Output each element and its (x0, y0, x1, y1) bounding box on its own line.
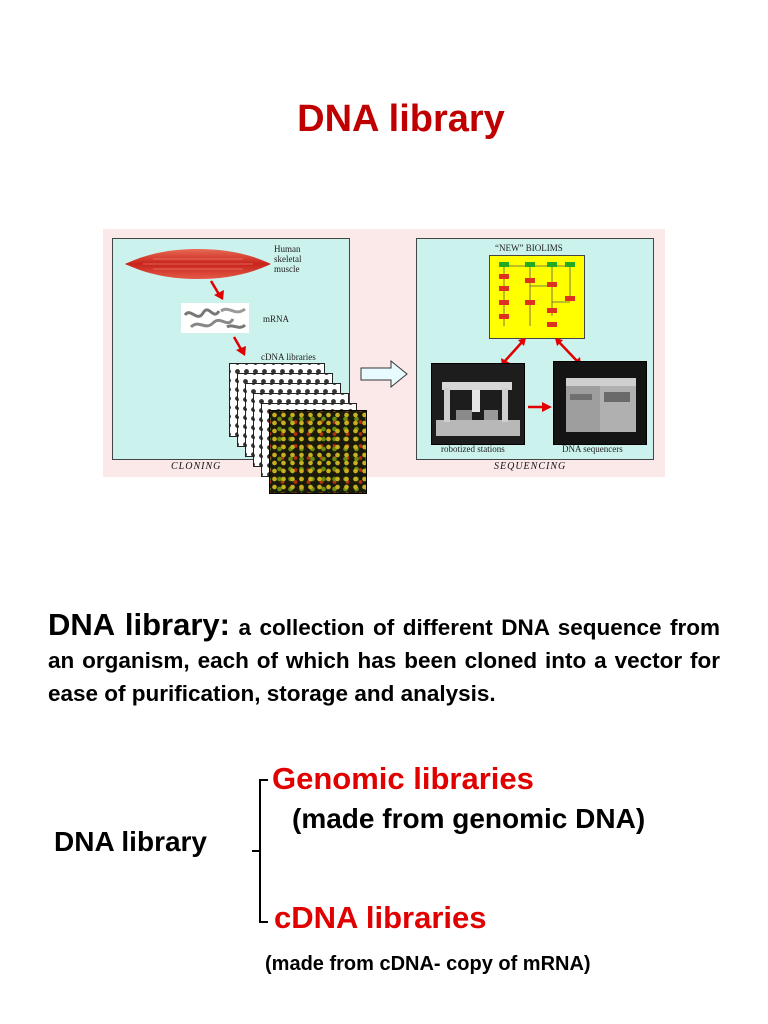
muscle-label: Human skeletal muscle (274, 244, 302, 274)
robot-label: robotized stations (441, 444, 505, 454)
mrna-label: mRNA (263, 314, 290, 324)
arrow-icon (232, 336, 246, 356)
arrow-icon (528, 402, 552, 412)
muscle-illustration (125, 249, 271, 279)
sequencing-caption: SEQUENCING (494, 461, 567, 472)
transition-arrow-icon (360, 359, 408, 389)
cloning-sequencing-figure: Human skeletal muscle mRNA cDNA librarie… (103, 229, 665, 494)
page-title: DNA library (297, 98, 505, 140)
genomic-note: (made from genomic DNA) (292, 803, 646, 834)
cdna-libraries-label: cDNA libraries (274, 900, 487, 935)
sequencer-photo (553, 361, 647, 445)
bracket-icon (252, 779, 268, 923)
definition-term: DNA library: (48, 607, 230, 642)
arrow-icon (209, 280, 224, 300)
microarray-image (269, 410, 367, 494)
sequencer-label: DNA sequencers (562, 444, 623, 454)
tree-root-label: DNA library (54, 826, 208, 857)
definition-text: a collection of different DNA sequence f… (48, 615, 720, 706)
sequencing-panel: “NEW” BIOLIMS (416, 238, 654, 472)
cdna-label: cDNA libraries (261, 352, 316, 362)
mrna-illustration (181, 303, 249, 333)
cloning-caption: CLONING (171, 461, 222, 472)
definition-paragraph: DNA library: a collection of different D… (48, 608, 720, 710)
genomic-libraries-label: Genomic libraries (272, 761, 534, 796)
muscle-label-line: muscle (274, 264, 300, 274)
muscle-label-line: Human (274, 244, 301, 254)
robot-photo (431, 363, 525, 445)
biolims-diagram (489, 255, 585, 339)
muscle-label-line: skeletal (274, 254, 302, 264)
biolims-label: “NEW” BIOLIMS (495, 243, 563, 253)
cdna-note: (made from cDNA- copy of mRNA) (265, 953, 591, 975)
